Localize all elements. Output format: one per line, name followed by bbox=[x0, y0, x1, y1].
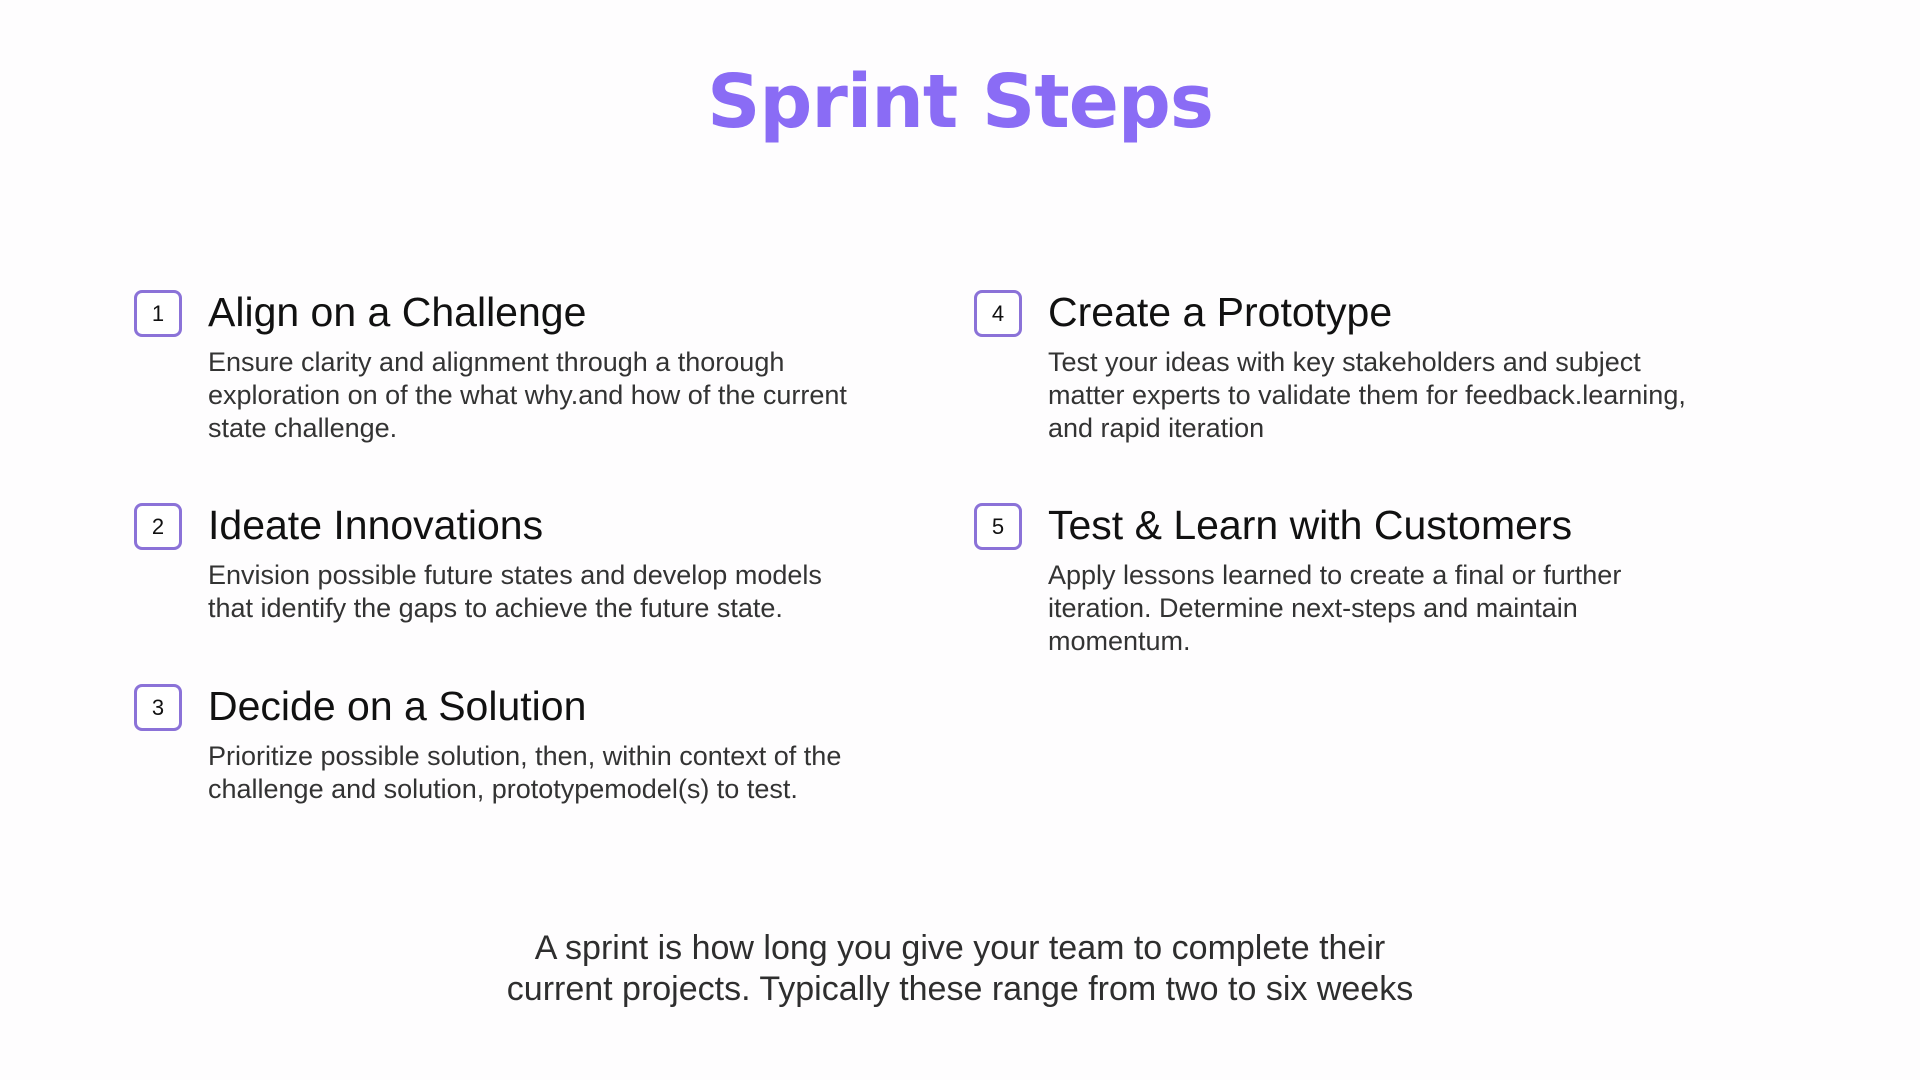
step-number-badge: 4 bbox=[974, 290, 1022, 337]
step-number-badge: 1 bbox=[134, 290, 182, 337]
step-title: Decide on a Solution bbox=[208, 683, 587, 729]
step-title: Ideate Innovations bbox=[208, 502, 544, 548]
step-description: Test your ideas with key stakeholders an… bbox=[1048, 347, 1686, 443]
step-description: Prioritize possible solution, then, with… bbox=[208, 741, 842, 804]
step-number-badge: 2 bbox=[134, 503, 182, 550]
step-number-badge: 5 bbox=[974, 503, 1022, 550]
step-title: Create a Prototype bbox=[1048, 289, 1393, 335]
step-description: Envision possible future states and deve… bbox=[208, 560, 822, 623]
slide-title: Sprint Steps bbox=[707, 59, 1214, 145]
step-description: Ensure clarity and alignment through a t… bbox=[208, 347, 847, 443]
step-title: Align on a Challenge bbox=[208, 289, 587, 335]
footer-note: A sprint is how long you give your team … bbox=[506, 929, 1414, 1008]
step-description: Apply lessons learned to create a final … bbox=[1048, 560, 1622, 656]
step-title: Test & Learn with Customers bbox=[1048, 502, 1573, 548]
step-number-badge: 3 bbox=[134, 684, 182, 731]
